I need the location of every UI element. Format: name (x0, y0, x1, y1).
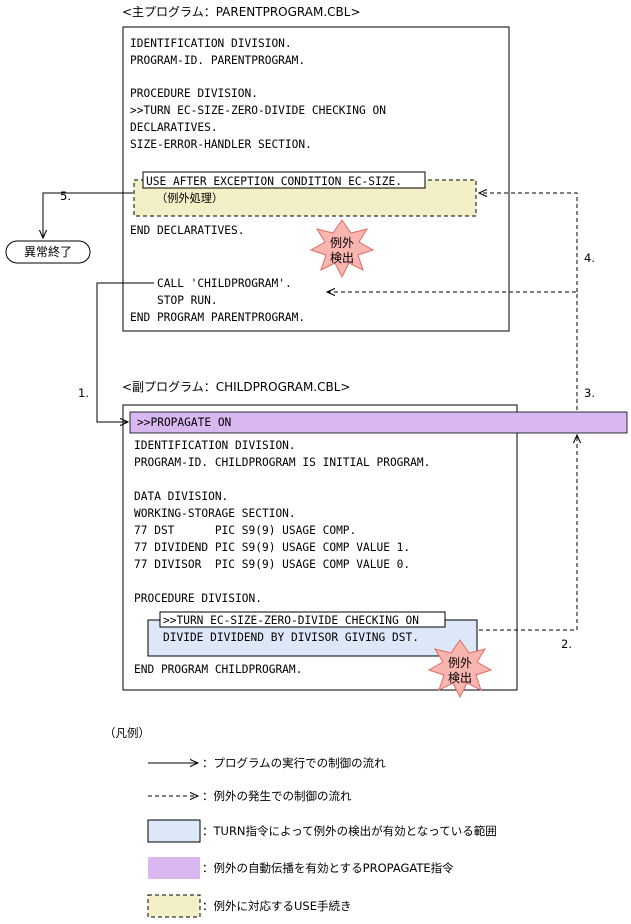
legend-text-propagate: ：例外の自動伝播を有効とするPROPAGATE指令 (202, 861, 454, 875)
legend-text-turn: ：TURN指令によって例外の検出が有効となっている範囲 (202, 824, 497, 838)
legend-title: （凡例） (104, 726, 150, 740)
legend-text-dashed: ：例外の発生での制御の流れ (202, 789, 352, 803)
step-label-4: 4. (584, 251, 595, 265)
use-statement: USE AFTER EXCEPTION CONDITION EC-SIZE. (146, 175, 402, 188)
use-statement-box (142, 171, 426, 189)
parent-line-program-id: PROGRAM-ID. PARENTPROGRAM. (130, 54, 305, 67)
child-turn-directive: >>TURN EC-SIZE-ZERO-DIVIDE CHECKING ON (163, 614, 419, 627)
child-line-identification: IDENTIFICATION DIVISION. (134, 439, 296, 452)
step-label-2: 2. (561, 637, 572, 651)
detect-label-parent-2: 検出 (330, 251, 354, 265)
parent-caption: <主プログラム：PARENTPROGRAM.CBL> (122, 5, 361, 19)
parent-line-procedure-division: PROCEDURE DIVISION. (130, 87, 258, 100)
exception-flow-2 (479, 435, 577, 631)
child-line-procedure-division: PROCEDURE DIVISION. (134, 592, 262, 605)
turn-directive-box (159, 611, 446, 628)
step-label-3: 3. (584, 386, 595, 400)
exception-flow-4 (479, 193, 578, 292)
propagate-directive: >>PROPAGATE ON (137, 416, 231, 429)
child-line-program-id: PROGRAM-ID. CHILDPROGRAM IS INITIAL PROG… (134, 456, 430, 469)
legend-use-procedure-swatch (147, 894, 201, 918)
exception-detected-star-child (427, 639, 493, 699)
call-flow-arrow (96, 282, 154, 422)
step-label-1: 1. (78, 386, 89, 400)
parent-line-call: CALL 'CHILDPROGRAM'. (157, 277, 292, 290)
abnormal-end-arrow (43, 192, 133, 238)
step-label-5: 5. (60, 189, 71, 203)
abnormal-end-label: 異常終了 (24, 244, 72, 259)
child-line-end-program: END PROGRAM CHILDPROGRAM. (134, 663, 302, 676)
parent-line-end-program: END PROGRAM PARENTPROGRAM. (130, 311, 305, 324)
child-line-working-storage: WORKING-STORAGE SECTION. (134, 507, 296, 520)
detect-label-child-2: 検出 (448, 671, 472, 685)
child-line-data-division: DATA DIVISION. (134, 490, 228, 503)
propagate-bar (129, 411, 628, 434)
child-line-dst: 77 DST PIC S9(9) USAGE COMP. (134, 524, 356, 537)
divide-statement: DIVIDE DIVIDEND BY DIVISOR GIVING DST. (163, 631, 419, 644)
legend-propagate-swatch (148, 857, 200, 879)
parent-line-identification: IDENTIFICATION DIVISION. (130, 37, 292, 50)
parent-line-turn-directive: >>TURN EC-SIZE-ZERO-DIVIDE CHECKING ON (130, 104, 386, 117)
parent-line-stop-run: STOP RUN. (157, 294, 218, 307)
exception-handling: （例外処理） (156, 191, 223, 205)
detect-label-parent-1: 例外 (330, 236, 354, 250)
child-line-dividend: 77 DIVIDEND PIC S9(9) USAGE COMP VALUE 1… (134, 541, 410, 554)
detect-label-child-1: 例外 (448, 656, 472, 670)
child-line-divisor: 77 DIVISOR PIC S9(9) USAGE COMP VALUE 0. (134, 558, 410, 571)
parent-line-size-error-handler: SIZE-ERROR-HANDLER SECTION. (130, 138, 312, 151)
legend-turn-range-swatch (147, 819, 201, 843)
legend-text-use: ：例外に対応するUSE手続き (202, 899, 351, 913)
parent-line-end-declaratives: END DECLARATIVES. (130, 224, 245, 237)
abnormal-end-terminal (5, 240, 91, 264)
exception-detected-star-parent (309, 219, 375, 279)
child-caption: <副プログラム：CHILDPROGRAM.CBL> (122, 380, 350, 394)
parent-line-declaratives: DECLARATIVES. (130, 121, 218, 134)
legend-text-solid: ：プログラムの実行での制御の流れ (202, 756, 386, 770)
